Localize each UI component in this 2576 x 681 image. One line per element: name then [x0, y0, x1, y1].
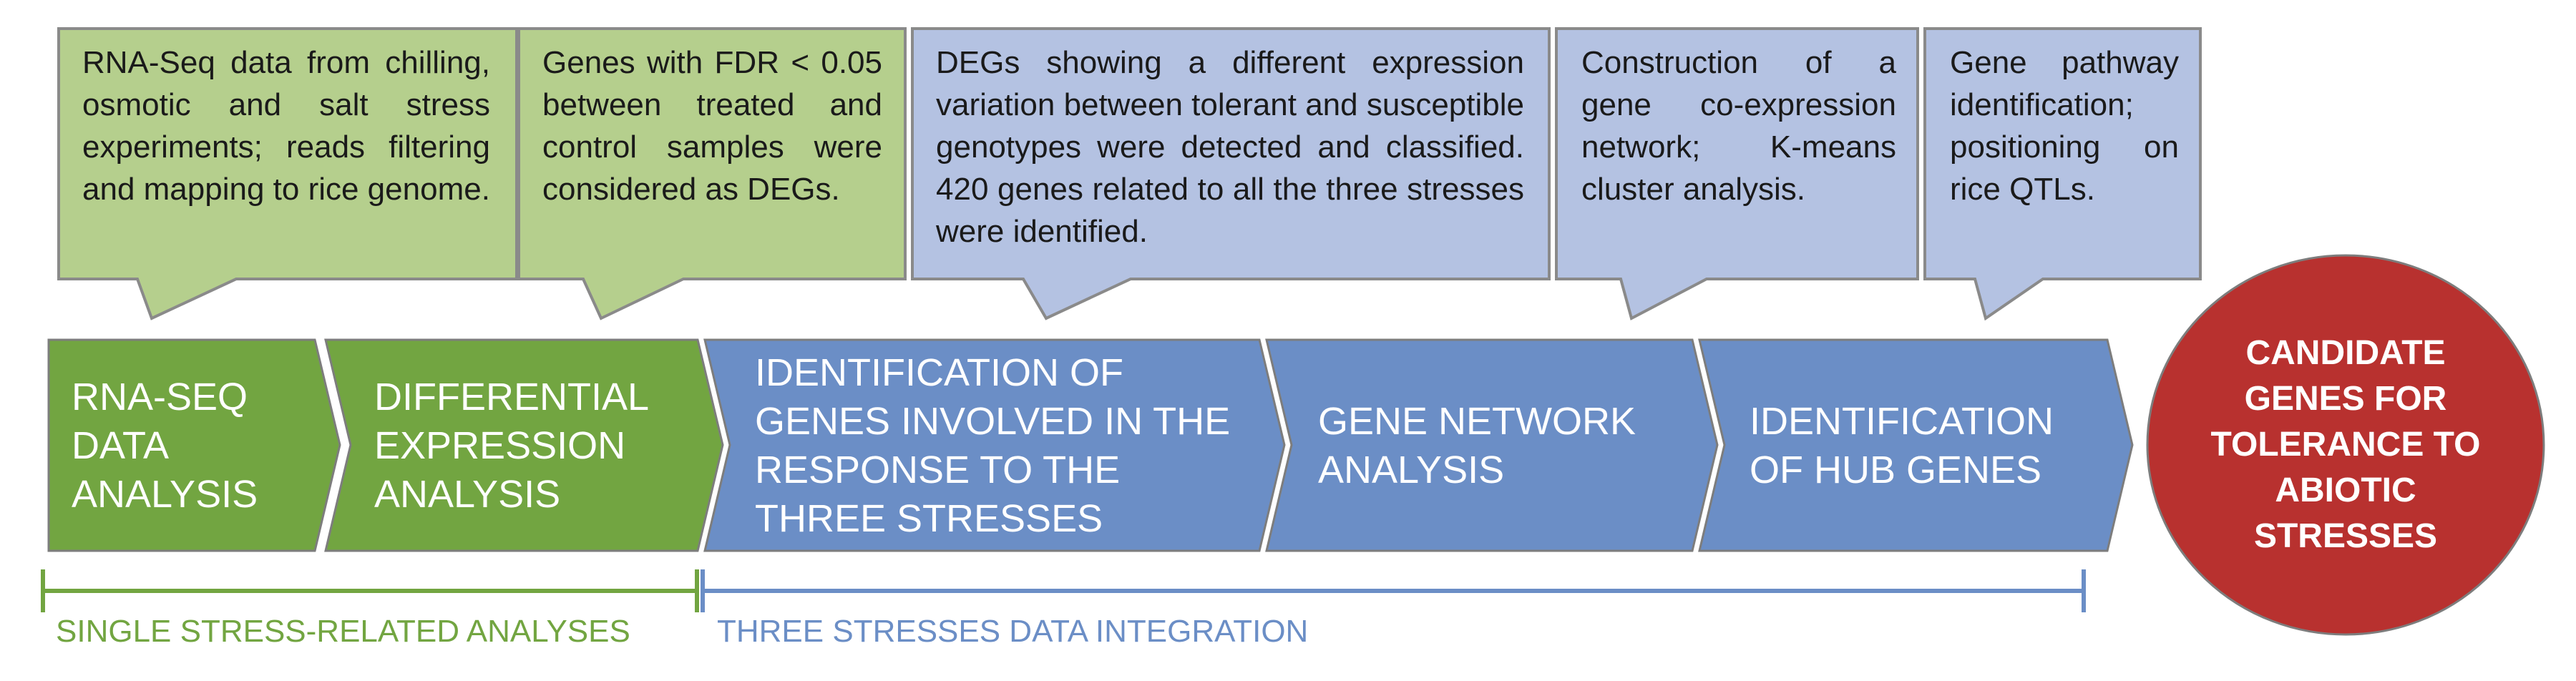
step-label-2: DIFFERENTIAL EXPRESSION ANALYSIS: [374, 375, 648, 516]
bracket-label-single-stress: SINGLE STRESS-RELATED ANALYSES: [56, 614, 630, 649]
bracket-three-stresses: [701, 569, 2086, 612]
final-result-circle: [2146, 254, 2545, 636]
callout-text-5: Gene pathway identification; positioning…: [1950, 45, 2179, 207]
step-chevron-3: [703, 338, 1286, 552]
callout-text-1: RNA-Seq data from chilling, osmotic and …: [82, 45, 490, 207]
callout-text-3: DEGs showing a different expression vari…: [936, 45, 1524, 249]
step-label-3: IDENTIFICATION OF GENES INVOLVED IN THE …: [755, 351, 1231, 540]
callout-bubble-1: [57, 27, 518, 320]
final-result-label: CANDIDATE GENES FOR TOLERANCE TO ABIOTIC…: [2210, 334, 2481, 555]
step-chevron-5: [1698, 338, 2134, 552]
callout-bubble-5: [1923, 27, 2202, 321]
bracket-label-three-stresses: THREE STRESSES DATA INTEGRATION: [717, 614, 1309, 649]
callout-bubble-4: [1555, 27, 1919, 320]
step-label-5: IDENTIFICATION OF HUB GENES: [1750, 399, 2054, 491]
callout-bubble-3: [911, 27, 1551, 320]
callout-text-2: Genes with FDR < 0.05 between treated an…: [542, 45, 882, 207]
step-label-1: RNA-SEQ DATA ANALYSIS: [72, 375, 258, 516]
callout-text-4: Construction of a gene co-expression net…: [1581, 45, 1896, 207]
step-chevron-4: [1265, 338, 1719, 552]
step-label-4: GENE NETWORK ANALYSIS: [1318, 399, 1636, 491]
step-chevron-2: [324, 338, 724, 552]
bracket-single-stress: [41, 569, 699, 612]
callout-bubble-2: [517, 27, 907, 320]
step-chevron-1: [47, 338, 341, 552]
